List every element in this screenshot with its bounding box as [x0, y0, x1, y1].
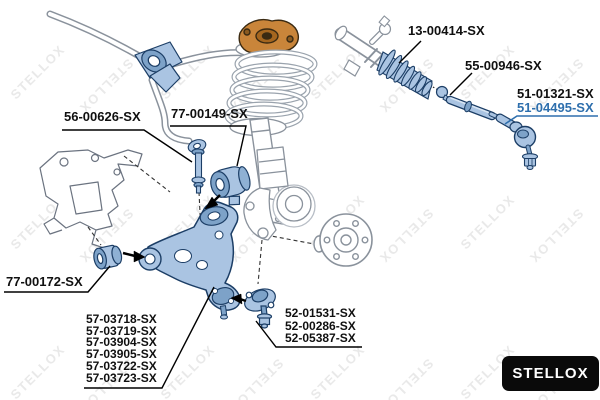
strut-top-mount	[238, 18, 300, 54]
stellox-logo: STELLOX	[502, 356, 599, 391]
steering-knuckle	[243, 146, 316, 241]
control-arm-option: 57-03723-SX	[86, 370, 157, 385]
rack-boot	[376, 49, 433, 100]
subframe	[39, 149, 143, 249]
control-arm-option: 57-03719-SX	[86, 323, 157, 338]
label-rack-boot: 13-00414-SX	[408, 23, 485, 38]
coil-spring	[224, 49, 318, 131]
label-tie-rod-end-featured[interactable]: 51-04495-SX	[517, 100, 594, 115]
stabilizer-link	[187, 139, 207, 194]
ball-joint-options-list: 52-01531-SX 52-00286-SX 52-05387-SX	[285, 307, 356, 345]
control-arm-option: 57-03722-SX	[86, 358, 157, 373]
control-arm-option: 57-03905-SX	[86, 347, 157, 362]
label-arm-front-bushing: 77-00172-SX	[6, 274, 83, 289]
ball-joint-option: 52-00286-SX	[285, 318, 356, 333]
featured-leader-line	[504, 115, 598, 125]
rack-pinion-stud	[369, 15, 392, 45]
label-stabilizer-link: 56-00626-SX	[64, 109, 141, 124]
direction-arrows	[122, 194, 247, 305]
wheel-hub	[313, 213, 373, 267]
control-arm-option: 57-03904-SX	[86, 335, 157, 350]
boot-rod-dotted-axis	[432, 86, 441, 92]
lower-control-arm	[138, 201, 241, 320]
control-arm-options-list: 57-03718-SX 57-03719-SX 57-03904-SX 57-0…	[86, 312, 157, 385]
control-arm-rear-bushing	[210, 166, 251, 206]
control-arm-option: 57-03718-SX	[86, 312, 157, 326]
label-arm-rear-bushing: 77-00149-SX	[171, 106, 248, 121]
label-tie-rod-end-alt: 51-01321-SX	[517, 86, 594, 101]
stellox-logo-text: STELLOX	[512, 365, 589, 382]
control-arm-front-bushing	[93, 244, 123, 270]
leader-lines	[4, 40, 473, 389]
label-inner-tie-rod: 55-00946-SX	[465, 58, 542, 73]
ball-joint-option: 52-05387-SX	[285, 331, 356, 345]
stabilizer-bushing	[134, 41, 183, 93]
ball-joint	[244, 288, 276, 329]
ball-joint-option: 52-01531-SX	[285, 306, 356, 320]
